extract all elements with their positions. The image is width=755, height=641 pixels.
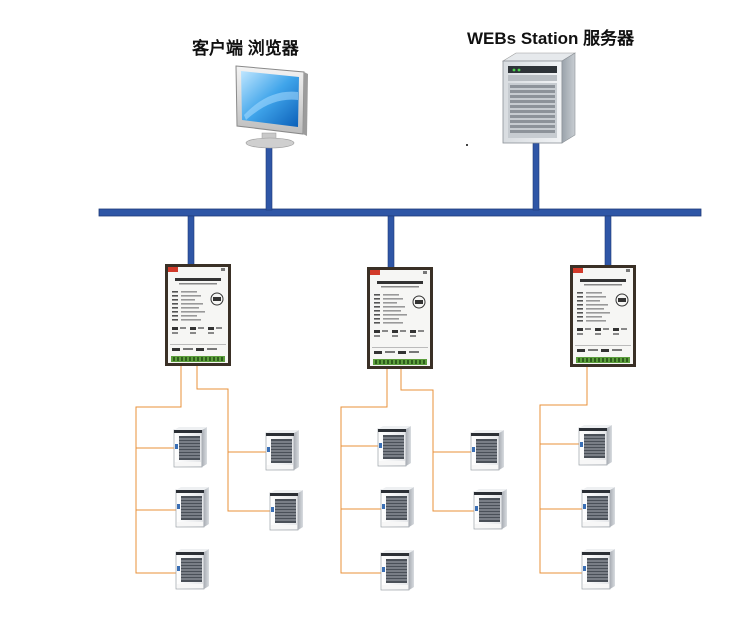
ac-unit-2-4 bbox=[470, 429, 505, 471]
ac-unit-1-4 bbox=[265, 429, 300, 471]
gateway-1-link bbox=[187, 215, 195, 267]
monitor-icon bbox=[235, 65, 308, 149]
ac-unit-3-1 bbox=[578, 424, 613, 466]
ac-unit-1-3 bbox=[175, 548, 210, 590]
ac-unit-3-3 bbox=[581, 548, 616, 590]
ac-unit-1-1 bbox=[173, 426, 208, 468]
ac-unit-2-3 bbox=[380, 549, 415, 591]
ac-unit-1-2 bbox=[175, 486, 210, 528]
client-browser-label: 客户端 浏览器 bbox=[192, 39, 299, 58]
server-icon bbox=[501, 52, 577, 144]
gateway-2-link bbox=[387, 215, 395, 269]
field-wiring bbox=[135, 366, 588, 574]
ac-unit-2-2 bbox=[380, 486, 415, 528]
gateway-device-1 bbox=[164, 263, 232, 367]
client-uplink bbox=[265, 140, 273, 211]
server-uplink bbox=[532, 142, 540, 211]
gateway-device-2 bbox=[366, 266, 434, 370]
stray-mark bbox=[466, 144, 468, 146]
ac-unit-2-1 bbox=[377, 425, 412, 467]
ac-unit-1-5 bbox=[269, 489, 304, 531]
server-label: WEBs Station 服务器 bbox=[467, 29, 635, 48]
network-bus bbox=[98, 208, 702, 217]
ac-unit-3-2 bbox=[581, 486, 616, 528]
gateway-3-link bbox=[604, 215, 612, 268]
gateway-device-3 bbox=[569, 264, 637, 368]
ac-unit-2-5 bbox=[473, 488, 508, 530]
